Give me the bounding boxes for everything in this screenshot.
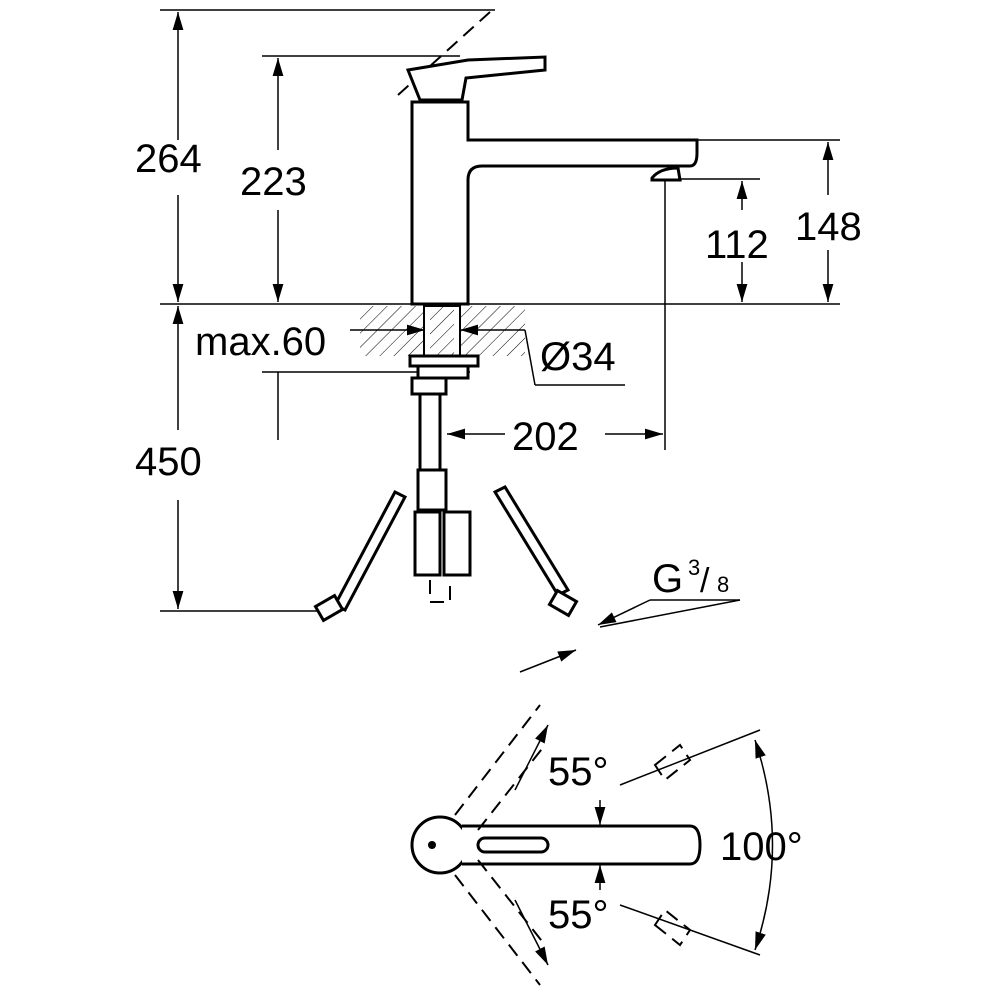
thread-label: G 3 / 8 [652,555,729,601]
dim-hole-diameter: Ø34 [540,335,616,379]
thread-slash: / [700,562,710,600]
dimension-lines [172,12,834,673]
angle-upper: 55° [548,750,609,794]
extension-lines [160,9,840,612]
dim-max-deck: max.60 [195,320,326,364]
thread-main: G [652,557,683,601]
angle-total: 100° [720,825,803,869]
angle-lower: 55° [548,893,609,937]
dim-hose-length: 450 [135,440,202,484]
faucet-side-view [313,11,699,623]
dim-spout-height: 148 [795,205,862,249]
faucet-top-view [410,704,774,986]
dim-spout-reach: 202 [512,415,579,459]
thread-numerator: 3 [688,555,700,580]
dim-lever-height: 223 [240,160,307,204]
thread-denominator: 8 [717,572,729,597]
dim-outlet-height: 112 [705,223,769,267]
dim-total-height: 264 [135,137,202,181]
